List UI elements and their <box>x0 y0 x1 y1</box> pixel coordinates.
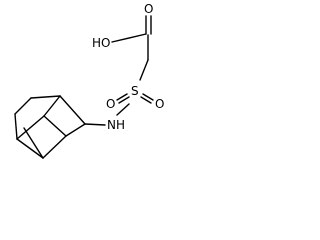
bond-s-o-left-a <box>116 93 128 101</box>
bond-cage-2 <box>14 97 32 115</box>
bond-cage-10 <box>43 115 67 137</box>
bond-cage-4 <box>16 138 44 159</box>
sulfonyl-oxygen-right-label: O <box>155 97 164 111</box>
sulfur-label: S <box>131 84 139 98</box>
structure-diagram: HO O S O O NH <box>14 2 164 159</box>
bond-cage-7 <box>59 95 86 125</box>
bond-cage-12 <box>84 123 106 126</box>
carboxylic-acid-group <box>111 15 152 81</box>
hydroxyl-label: HO <box>92 36 110 50</box>
bond-s-o-left-b <box>118 96 130 104</box>
adamantyl-cage <box>14 95 106 159</box>
sulfonyl-group <box>116 93 154 116</box>
bond-s-o-right-b <box>142 93 154 101</box>
bond-cage-3 <box>14 113 18 140</box>
bond-s-n <box>116 103 130 116</box>
bond-c-oh <box>111 33 147 43</box>
amine-label: NH <box>107 118 125 132</box>
bond-s-o-right-a <box>140 96 152 104</box>
bond-cage-5 <box>42 135 67 159</box>
bond-cage-11 <box>23 127 44 159</box>
bond-cage-1 <box>30 95 61 99</box>
bond-cage-8 <box>43 95 61 117</box>
sulfonyl-oxygen-left-label: O <box>106 97 115 111</box>
bond-cage-6 <box>65 123 86 137</box>
carbonyl-oxygen-label: O <box>144 2 153 16</box>
bond-ch2-s <box>139 59 149 81</box>
bond-cage-9 <box>16 115 45 140</box>
